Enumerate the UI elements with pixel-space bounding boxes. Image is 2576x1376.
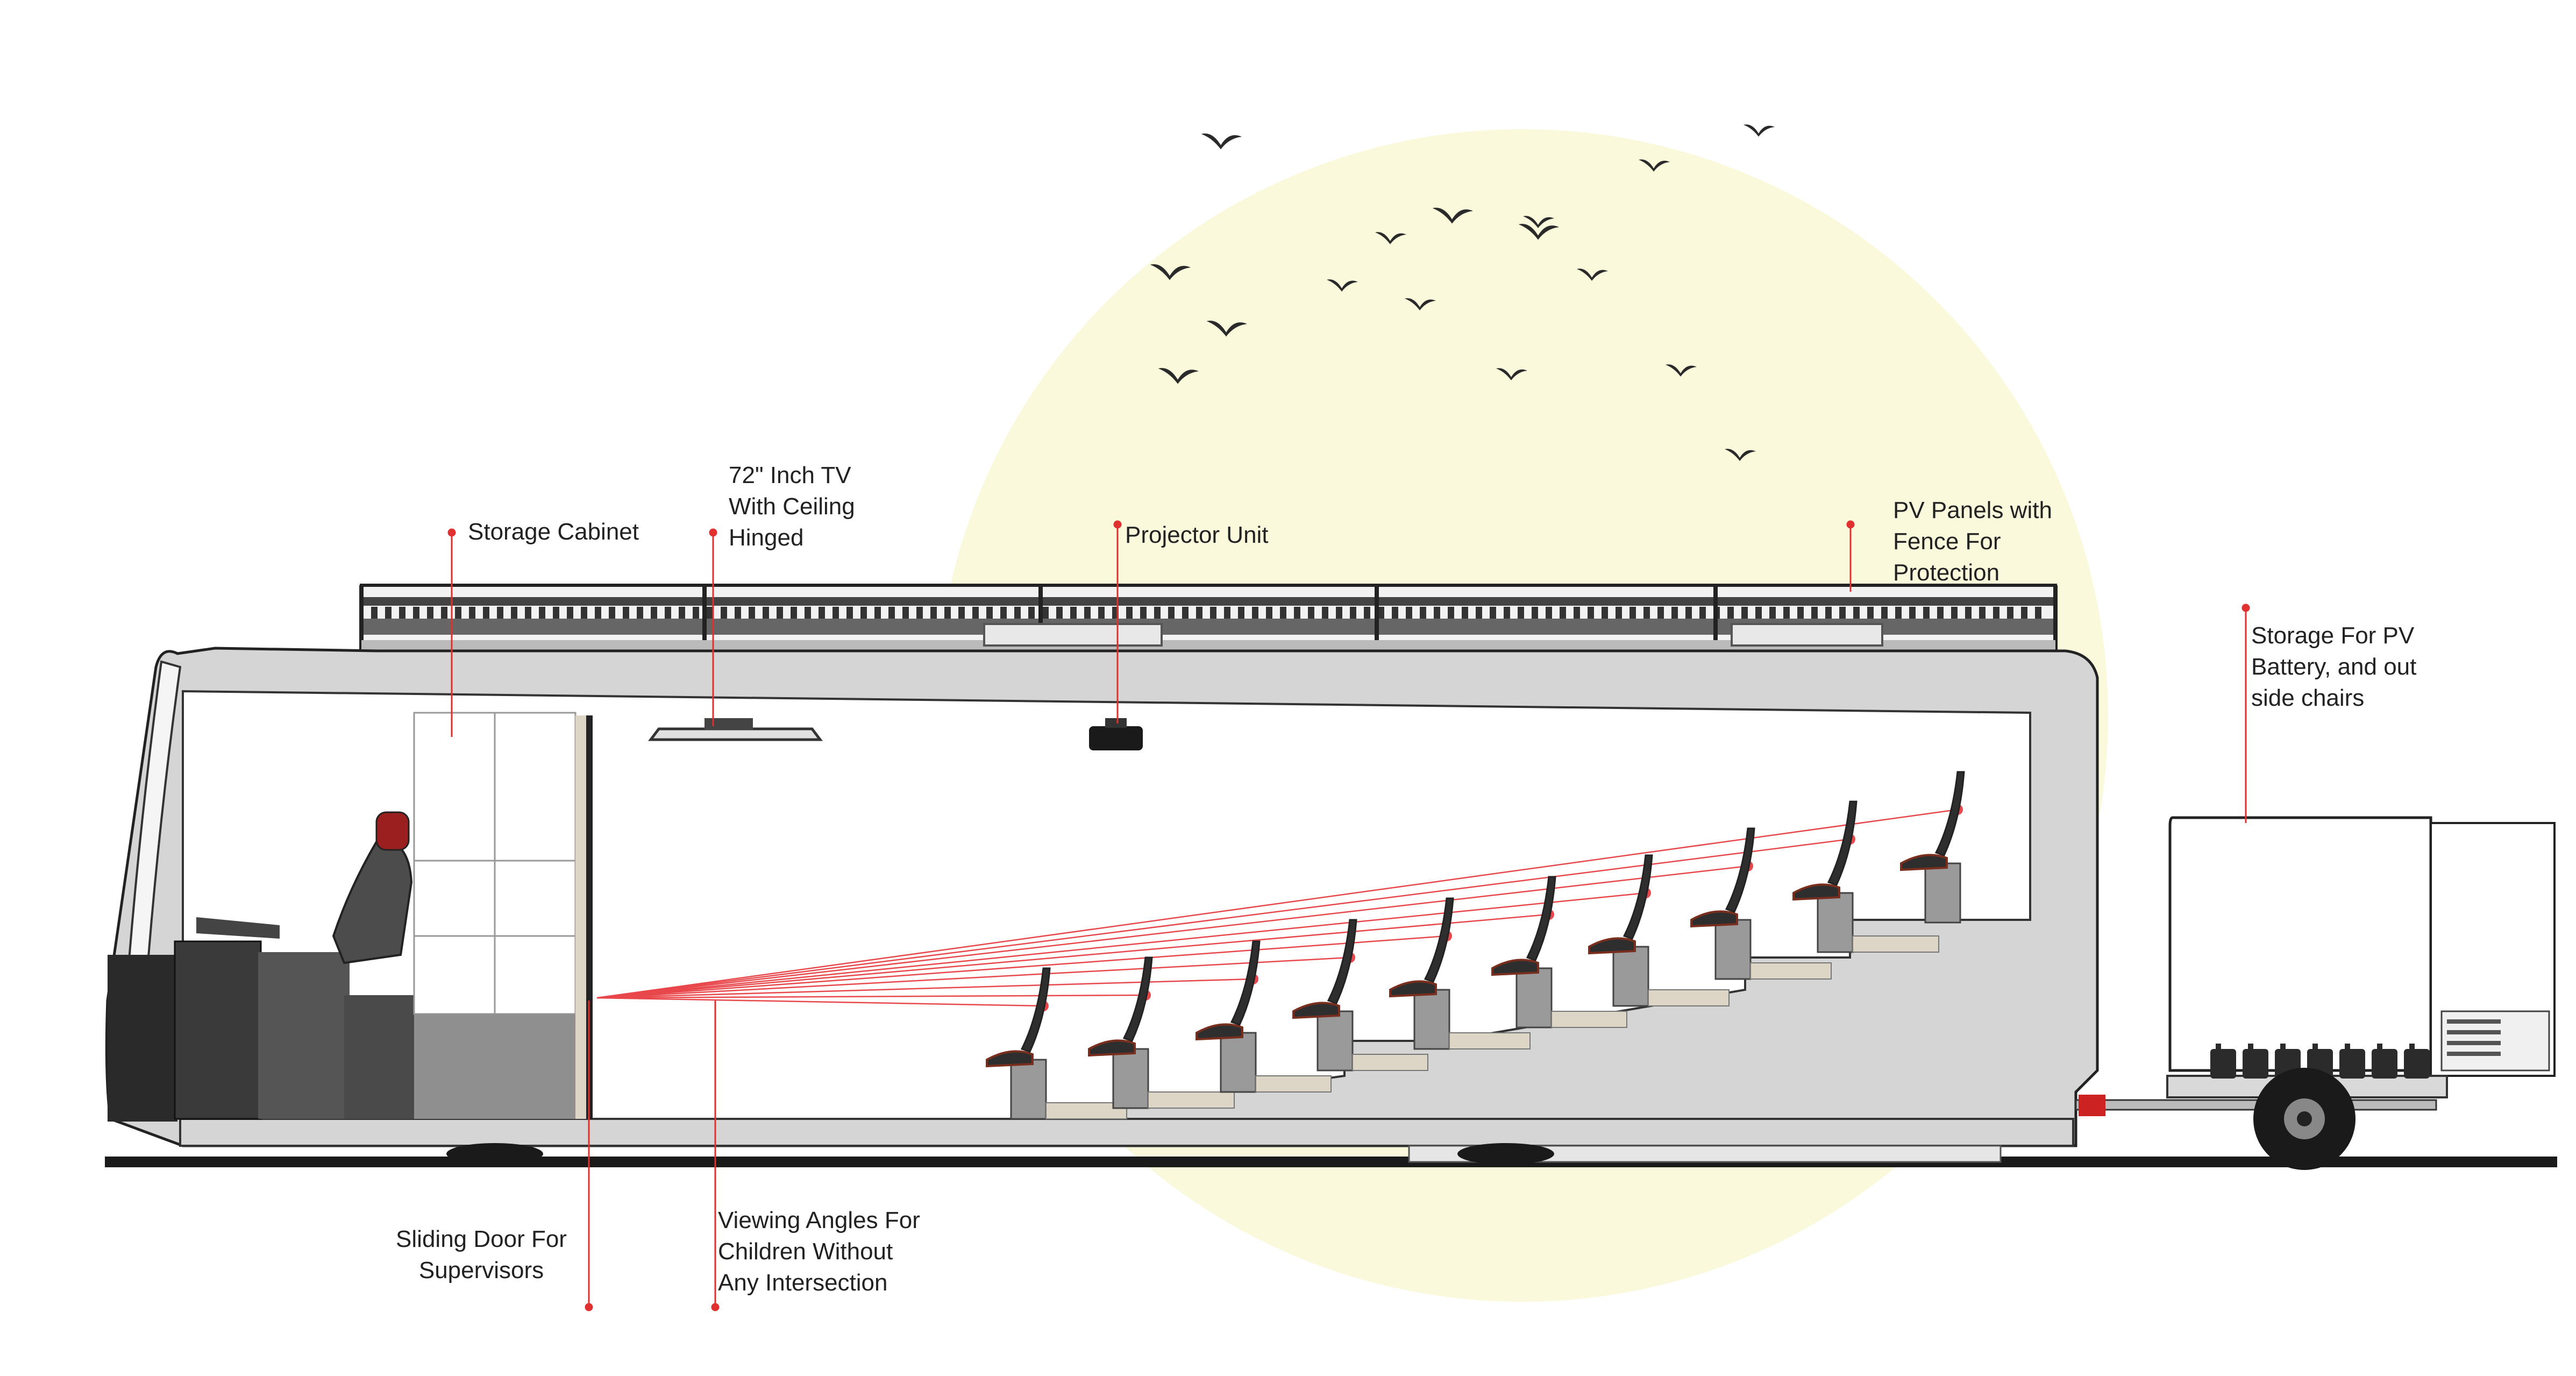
bird-silhouette-icon <box>1158 368 1199 384</box>
label-projector: Projector Unit <box>1125 522 1269 548</box>
pv-panel-rack <box>359 584 2058 652</box>
bird-silhouette-icon <box>1496 368 1527 380</box>
bird-silhouette-icon <box>1523 216 1554 228</box>
bird-silhouette-icon <box>1744 124 1775 137</box>
bird-silhouette-icon <box>1666 364 1697 377</box>
theater-seat-icon <box>1292 919 1357 1019</box>
trailer <box>2075 816 2556 1170</box>
storage-cabinet <box>413 712 593 1119</box>
bird-silhouette-icon <box>1577 268 1608 281</box>
ceiling-tv-icon <box>648 718 823 741</box>
bird-silhouette-icon <box>1725 449 1756 461</box>
theater-seat-icon <box>1389 897 1454 998</box>
bird-silhouette-icon <box>1150 264 1191 280</box>
trailer-wheel <box>2253 1068 2356 1170</box>
bird-silhouette-icon <box>1405 298 1436 310</box>
theater-seat-icon <box>986 967 1051 1068</box>
theater-seat-icon <box>1196 940 1261 1041</box>
label-tv: 72" Inch TV With Ceiling Hinged <box>729 462 855 551</box>
stepped-floor <box>1010 862 1961 1120</box>
label-storage-cabinet: Storage Cabinet <box>468 519 639 545</box>
battery-icon <box>2210 1044 2430 1079</box>
bird-silhouette-icon <box>1201 133 1242 150</box>
label-viewing-angles: Viewing Angles For Children Without Any … <box>718 1207 920 1296</box>
bird-silhouette-icon <box>1639 159 1670 172</box>
bird-silhouette-icon <box>1327 279 1358 292</box>
driver-cabin <box>108 811 414 1122</box>
callout-lines <box>447 520 2250 1311</box>
birds-flock <box>1150 124 1775 461</box>
bird-silhouette-icon <box>1518 224 1559 240</box>
theater-seat-icon <box>1588 854 1653 955</box>
theater-seat-icon <box>1088 956 1153 1057</box>
driver-seat-icon <box>332 811 413 964</box>
bus-wheels <box>446 1143 1554 1165</box>
label-storage-pv: Storage For PV Battery, and out side cha… <box>2251 622 2417 711</box>
theater-seat-icon <box>1491 876 1556 976</box>
bird-silhouette-icon <box>1375 232 1406 244</box>
theater-seats <box>986 771 1965 1068</box>
bird-silhouette-icon <box>1432 208 1473 224</box>
theater-seat-icon <box>1690 827 1755 928</box>
bird-silhouette-icon <box>1206 321 1247 337</box>
projector-icon <box>1089 718 1143 750</box>
label-pv-panels: PV Panels with Fence For Protection <box>1893 497 2052 586</box>
label-sliding-door: Sliding Door For Supervisors <box>396 1226 567 1283</box>
theater-seat-icon <box>1900 771 1965 871</box>
theater-seat-icon <box>1792 800 1858 901</box>
